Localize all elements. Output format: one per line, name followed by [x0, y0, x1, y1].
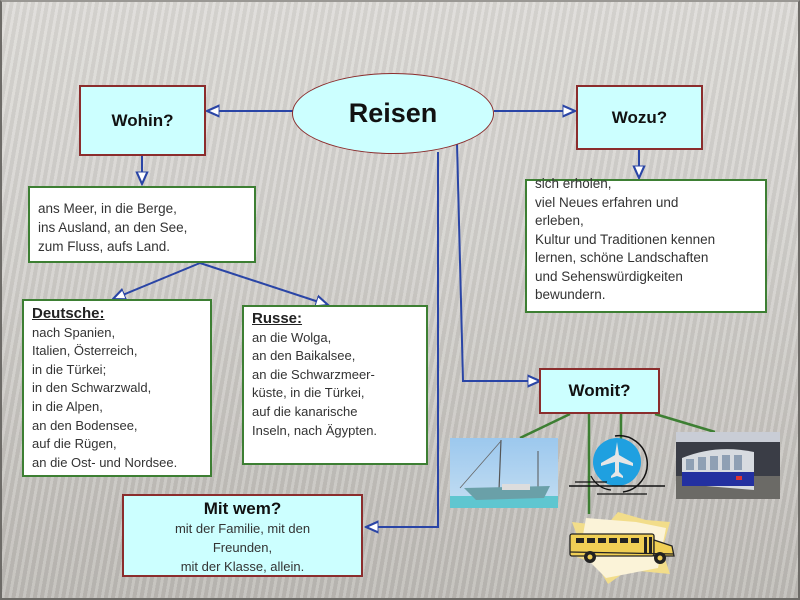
answer-line: bewundern.	[535, 287, 606, 302]
wohin-answers: ans Meer, in die Berge, ins Ausland, an …	[28, 186, 256, 263]
answer-line: sich erholen,	[535, 176, 612, 191]
answer-line: lernen, schöne Landschaften	[535, 250, 709, 265]
node-wozu: Wozu?	[576, 85, 703, 150]
answer-line: mit der Familie, mit den	[174, 521, 311, 536]
connector-womit-train	[654, 412, 716, 434]
answer-line: und Sehenswürdigkeiten	[535, 268, 683, 284]
answer-line: an die Schwarzmeer-	[252, 366, 375, 382]
center-node-label: Reisen	[348, 98, 438, 128]
answer-line: Inseln, nach Ägypten.	[252, 422, 378, 438]
answer-line: küste, in die Türkei,	[252, 385, 365, 401]
answer-line: an den Baikalsee,	[252, 348, 356, 364]
answer-line: nach Spanien,	[32, 324, 116, 340]
answer-line: Italien, Österreich,	[32, 343, 138, 359]
center-node-reisen: Reisen	[292, 73, 494, 154]
answer-line: ins Ausland, an den See,	[38, 220, 188, 235]
train-image	[676, 432, 780, 499]
node-mitwem: Mit wem? mit der Familie, mit den Freund…	[122, 494, 363, 577]
answer-line: auf die kanarische	[252, 403, 358, 419]
answer-line: auf die Rügen,	[32, 436, 117, 452]
deutsche-heading: Deutsche:	[32, 305, 105, 322]
answer-line: zum Fluss, aufs Land.	[38, 239, 171, 254]
answer-line: mit der Klasse, allein.	[180, 559, 305, 574]
node-mitwem-label: Mit wem?	[203, 499, 282, 518]
answer-line: erleben,	[535, 213, 584, 228]
connector-womit-boat	[519, 412, 571, 440]
deutsche-box: Deutsche: nach Spanien, Italien, Österre…	[22, 299, 212, 477]
answer-line: in den Schwarzwald,	[32, 380, 152, 396]
answer-line: in die Alpen,	[32, 398, 103, 414]
answer-line: Freunden,	[212, 540, 273, 555]
russe-box: Russe: an die Wolga, an den Baikalsee, a…	[242, 305, 428, 465]
arrow-reisen-womit	[456, 142, 540, 381]
answer-line: ans Meer, in die Berge,	[38, 201, 177, 216]
node-womit: Womit?	[539, 368, 660, 414]
answer-line: an die Ost- und Nordsee.	[32, 454, 178, 470]
school-bus-icon	[566, 508, 684, 588]
node-womit-label: Womit?	[568, 381, 631, 400]
answer-line: an die Wolga,	[252, 329, 332, 345]
answer-line: viel Neues erfahren und	[535, 194, 679, 210]
node-wohin: Wohin?	[79, 85, 206, 156]
node-wozu-label: Wozu?	[611, 107, 668, 127]
sailboat-image	[450, 438, 558, 508]
arrow-answers-russe	[199, 262, 328, 305]
russe-heading: Russe:	[252, 310, 303, 327]
answer-line: in die Türkei;	[32, 361, 107, 377]
arrow-reisen-mitwem	[366, 152, 439, 527]
node-wohin-label: Wohin?	[111, 110, 174, 130]
arrow-answers-deutsche	[113, 262, 201, 299]
airplane-icon	[567, 430, 667, 502]
answer-line: Kultur und Traditionen kennen	[535, 231, 716, 247]
answer-line: an den Bodensee,	[32, 417, 138, 433]
wozu-answers: sich erholen, viel Neues erfahren und er…	[525, 176, 767, 313]
